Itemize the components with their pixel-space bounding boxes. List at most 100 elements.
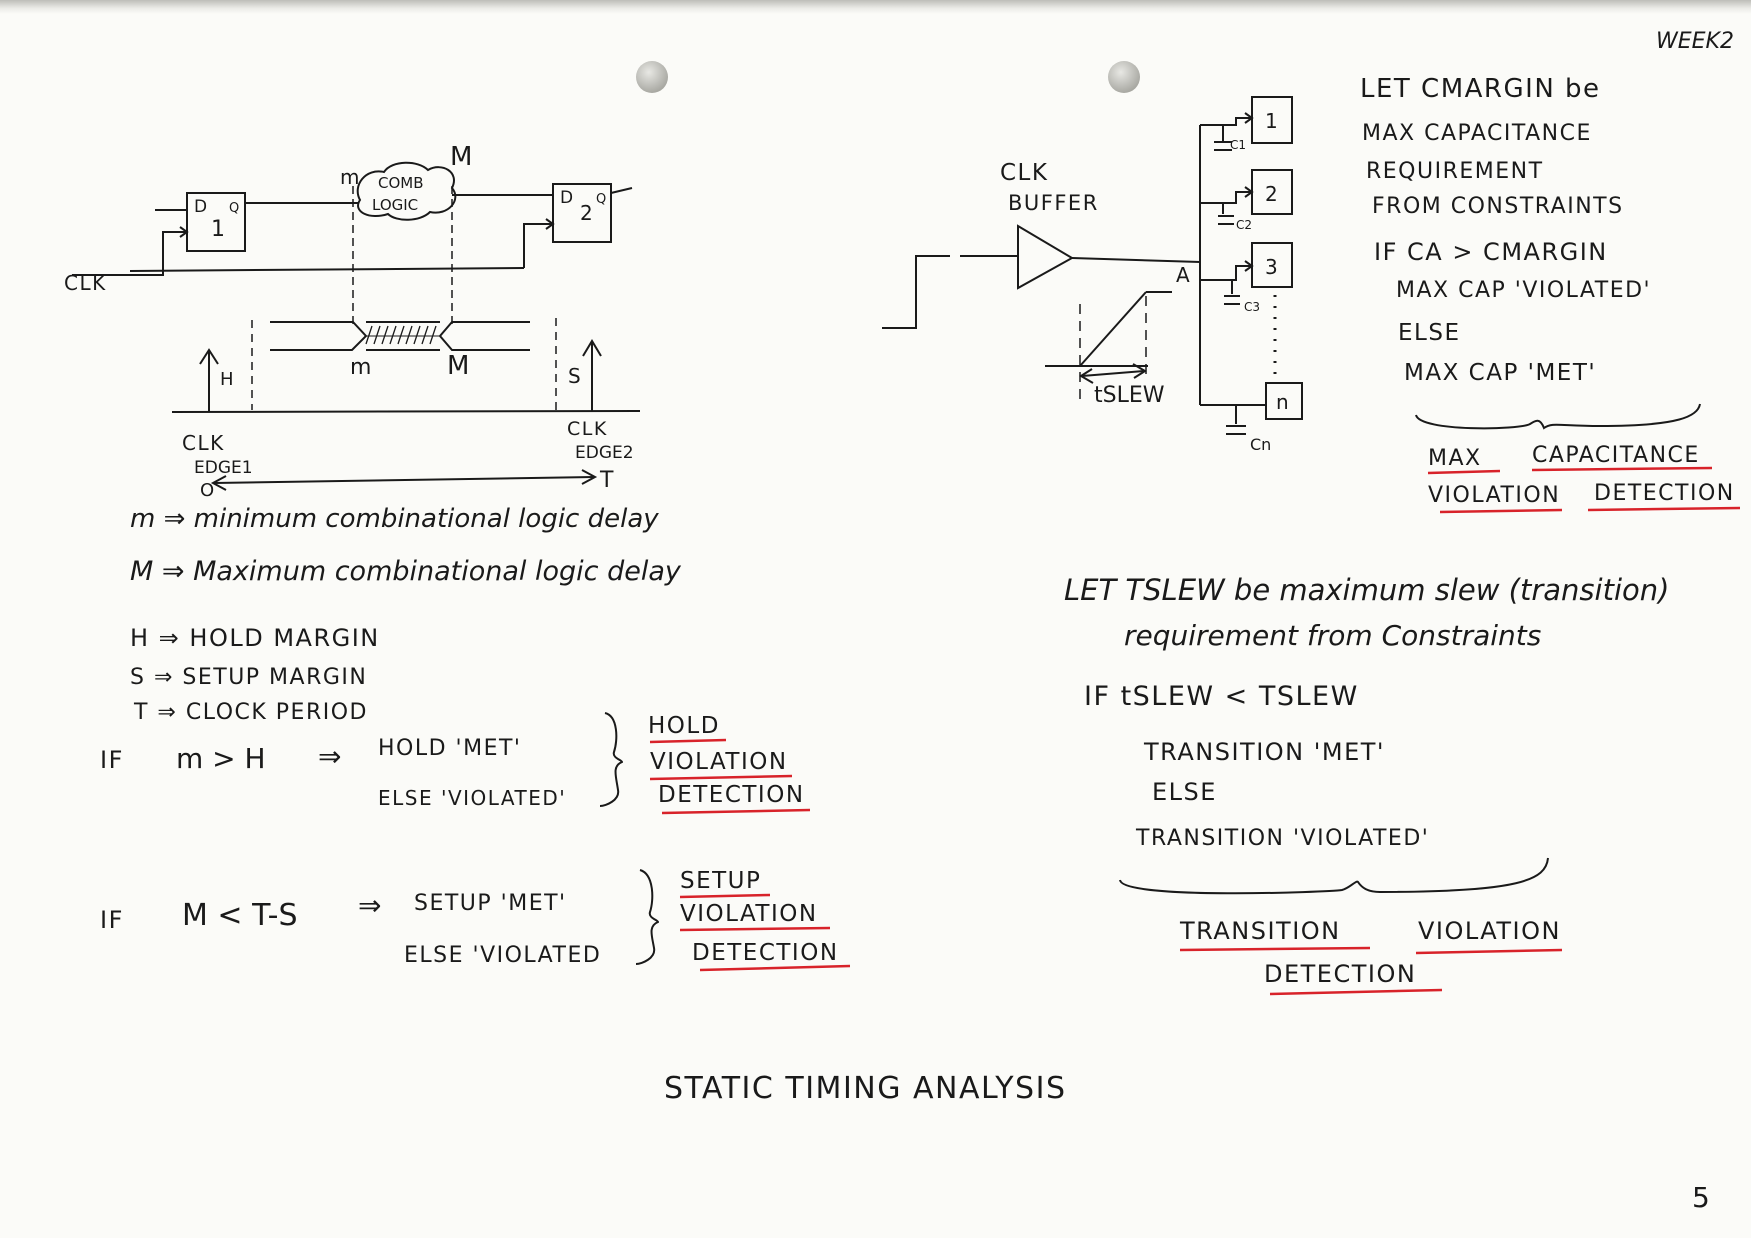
svg-text:TRANSITION 'VIOLATED': TRANSITION 'VIOLATED' <box>1135 826 1429 851</box>
cap-1-label: C1 <box>1230 138 1246 152</box>
load-3-label: 3 <box>1265 255 1278 279</box>
svg-text:TRANSITION: TRANSITION <box>1179 917 1341 945</box>
week-label: WEEK2 <box>1656 29 1734 54</box>
page-title: STATIC TIMING ANALYSIS <box>664 1071 1067 1106</box>
svg-text:SETUP 'MET': SETUP 'MET' <box>414 891 567 916</box>
max-delay-marker: M <box>447 351 469 381</box>
svg-text:MAX CAPACITANCE: MAX CAPACITANCE <box>1362 121 1592 146</box>
svg-text:ELSE: ELSE <box>1398 320 1460 346</box>
load-box-1 <box>1251 96 1293 144</box>
svg-text:IF: IF <box>100 906 124 934</box>
load-n-label: n <box>1276 390 1289 414</box>
svg-text:REQUIREMENT: REQUIREMENT <box>1366 159 1544 184</box>
svg-text:2: 2 <box>580 201 593 225</box>
setup-marker: S <box>568 364 581 388</box>
setup-underline <box>679 893 851 972</box>
svg-text:MAX CAP 'VIOLATED': MAX CAP 'VIOLATED' <box>1396 278 1651 303</box>
definition-min-delay: m ⇒ minimum combinational logic delay <box>130 504 659 534</box>
flipflop-1 <box>186 192 246 252</box>
svg-text:DETECTION: DETECTION <box>1264 960 1416 988</box>
definition-period: T ⇒ CLOCK PERIOD <box>133 700 368 725</box>
max-delay-marker-top: M <box>450 142 472 172</box>
period-start: O <box>200 480 214 501</box>
svg-text:ELSE 'VIOLATED': ELSE 'VIOLATED' <box>378 786 566 810</box>
tslew-label: tSLEW <box>1094 383 1165 408</box>
svg-text:SETUP: SETUP <box>680 868 761 894</box>
svg-text:Q: Q <box>596 192 606 207</box>
hold-marker: H <box>220 369 234 390</box>
svg-text:ELSE 'VIOLATED: ELSE 'VIOLATED <box>404 943 601 968</box>
hold-check: IF m > H ⇒ HOLD 'MET' ELSE 'VIOLATED' HO… <box>100 712 811 815</box>
setup-check: IF M < T-S ⇒ SETUP 'MET' ELSE 'VIOLATED … <box>100 868 851 972</box>
clk-edge1-label-1: CLK <box>182 431 225 455</box>
svg-text:Q: Q <box>229 201 239 216</box>
svg-text:m > H: m > H <box>176 742 266 775</box>
svg-text:VIOLATION: VIOLATION <box>680 901 818 927</box>
hold-underline <box>649 738 811 815</box>
svg-text:ELSE: ELSE <box>1152 778 1217 806</box>
tslew-arrow <box>1081 370 1145 377</box>
clk-buffer-label-1: CLK <box>1000 160 1048 186</box>
uncertainty-hatch <box>365 325 437 345</box>
svg-text:MAX: MAX <box>1428 446 1482 471</box>
buffer-circuit <box>882 96 1303 435</box>
svg-text:IF tSLEW < TSLEW: IF tSLEW < TSLEW <box>1084 681 1359 712</box>
svg-text:VIOLATION: VIOLATION <box>1428 483 1560 508</box>
flipflop-circuit <box>72 161 641 491</box>
svg-text:FROM CONSTRAINTS: FROM CONSTRAINTS <box>1372 194 1624 219</box>
svg-text:D: D <box>560 188 573 208</box>
node-a-label: A <box>1176 263 1190 287</box>
svg-text:IF: IF <box>100 746 124 774</box>
period-arrow <box>213 476 595 484</box>
slew-ramp <box>1079 291 1147 367</box>
clk-edge1-label-2: EDGE1 <box>194 458 253 478</box>
punch-hole-right <box>1108 61 1140 93</box>
svg-text:IF CA > CMARGIN: IF CA > CMARGIN <box>1374 238 1608 266</box>
svg-text:DETECTION: DETECTION <box>692 940 839 966</box>
cap-2-label: C2 <box>1236 218 1252 232</box>
svg-text:requirement from Constraints: requirement from Constraints <box>1124 619 1541 652</box>
definition-setup: S ⇒ SETUP MARGIN <box>130 665 367 690</box>
svg-text:MAX CAP 'MET': MAX CAP 'MET' <box>1404 360 1596 386</box>
definition-max-delay: M ⇒ Maximum combinational logic delay <box>130 556 682 587</box>
comb-logic-label-1: COMB <box>378 174 424 192</box>
cap-3-label: C3 <box>1244 300 1260 314</box>
min-delay-marker-top: m <box>340 165 359 189</box>
svg-text:LET TSLEW be maximum slew (tra: LET TSLEW be maximum slew (transition) <box>1064 573 1669 607</box>
svg-text:HOLD 'MET': HOLD 'MET' <box>378 736 521 761</box>
transition-underline <box>1179 946 1563 996</box>
clk-buffer-triangle <box>1017 224 1075 290</box>
svg-text:M < T-S: M < T-S <box>182 898 298 933</box>
svg-text:D: D <box>194 197 207 217</box>
definition-hold: H ⇒ HOLD MARGIN <box>130 624 380 652</box>
capacitance-check: LET CMARGIN be MAX CAPACITANCE REQUIREME… <box>1360 74 1741 514</box>
min-delay-marker: m <box>350 355 371 380</box>
clk-edge2-label-2: EDGE2 <box>575 443 634 463</box>
svg-text:LET CMARGIN be: LET CMARGIN be <box>1360 74 1601 104</box>
clk-label: CLK <box>64 271 107 295</box>
slew-check: LET TSLEW be maximum slew (transition) r… <box>1064 573 1669 996</box>
load-2-label: 2 <box>1265 182 1278 206</box>
svg-text:⇒: ⇒ <box>358 889 381 922</box>
svg-text:VIOLATION: VIOLATION <box>1418 917 1561 945</box>
load-box-n <box>1265 382 1303 420</box>
load-1-label: 1 <box>1265 109 1278 133</box>
flipflop-2 <box>552 183 612 243</box>
flipflop-labels: D 1 Q D 2 Q <box>194 188 606 242</box>
svg-text:VIOLATION: VIOLATION <box>650 749 788 775</box>
page-number: 5 <box>1692 1181 1710 1214</box>
svg-text:DETECTION: DETECTION <box>658 782 805 808</box>
comb-logic-label-2: LOGIC <box>372 196 418 214</box>
svg-text:TRANSITION 'MET': TRANSITION 'MET' <box>1143 738 1385 766</box>
svg-text:⇒: ⇒ <box>318 740 341 773</box>
svg-text:HOLD: HOLD <box>648 713 720 739</box>
svg-text:DETECTION: DETECTION <box>1594 481 1735 506</box>
scan-edge <box>0 0 1751 14</box>
clk-edge2-label-1: CLK <box>567 418 608 440</box>
svg-text:CAPACITANCE: CAPACITANCE <box>1532 443 1700 468</box>
punch-hole-left <box>636 61 668 93</box>
capacitance-underline <box>1427 466 1741 514</box>
clk-buffer-label-2: BUFFER <box>1008 191 1099 215</box>
svg-text:1: 1 <box>211 217 225 242</box>
